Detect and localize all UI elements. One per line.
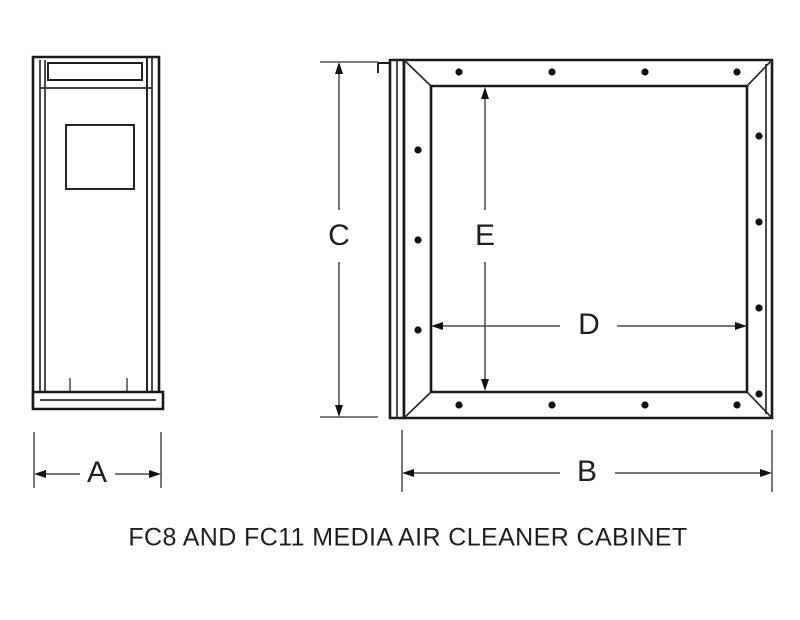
front-screw-left-2: [414, 236, 422, 244]
side-elevation-view: [31, 55, 165, 411]
side-top-recess-slot: [47, 62, 143, 81]
dimension-B: B: [401, 430, 773, 492]
dimension-E-arrowhead-top: [481, 87, 489, 99]
dimension-D-arrowhead-right: [735, 322, 747, 330]
front-miter-bottom-right: [746, 391, 773, 419]
dimension-E-arrowhead-bottom: [481, 379, 489, 391]
front-miter-top-right: [746, 59, 773, 87]
front-upper-left-hook-tab: [377, 62, 390, 73]
front-screw-right-2: [755, 218, 763, 226]
front-screw-bottom-1: [455, 401, 463, 409]
dimension-C-arrowhead-bottom: [335, 405, 343, 417]
dimension-E: E: [475, 87, 495, 391]
dimension-A-arrowhead-left: [34, 470, 46, 478]
dimension-A-label: A: [87, 456, 107, 489]
front-screw-right-1: [755, 132, 763, 140]
front-miter-bottom-left: [403, 391, 432, 419]
front-screw-top-4: [733, 68, 741, 76]
dimension-D-arrowhead-left: [431, 322, 443, 330]
dimension-B-arrowhead-left: [402, 469, 414, 477]
dimension-C: C: [320, 61, 378, 418]
drawing-caption: FC8 AND FC11 MEDIA AIR CLEANER CABINET: [128, 524, 687, 552]
front-elevation-view: [377, 58, 774, 420]
front-miter-top-left: [403, 59, 432, 87]
side-access-panel: [65, 124, 135, 190]
front-screw-bottom-2: [548, 401, 556, 409]
front-screw-right-4: [755, 390, 763, 398]
front-screw-left-1: [414, 146, 422, 154]
front-screw-top-2: [548, 68, 556, 76]
dimension-A-arrowhead-right: [149, 470, 161, 478]
dimension-E-label: E: [475, 219, 495, 252]
dimension-B-label: B: [577, 455, 597, 488]
dimension-C-arrowhead-top: [335, 62, 343, 74]
front-screw-left-3: [414, 326, 422, 334]
front-screw-bottom-4: [733, 401, 741, 409]
front-screw-top-3: [641, 68, 649, 76]
dimension-D-label: D: [578, 308, 600, 341]
dimension-B-arrowhead-right: [760, 469, 772, 477]
side-body-outline: [31, 55, 161, 409]
dimension-A: A: [33, 432, 162, 489]
front-screw-right-3: [755, 304, 763, 312]
front-screw-bottom-3: [641, 401, 649, 409]
front-screw-top-1: [455, 68, 463, 76]
dimension-D: D: [431, 308, 747, 341]
dimension-C-label: C: [328, 219, 350, 252]
